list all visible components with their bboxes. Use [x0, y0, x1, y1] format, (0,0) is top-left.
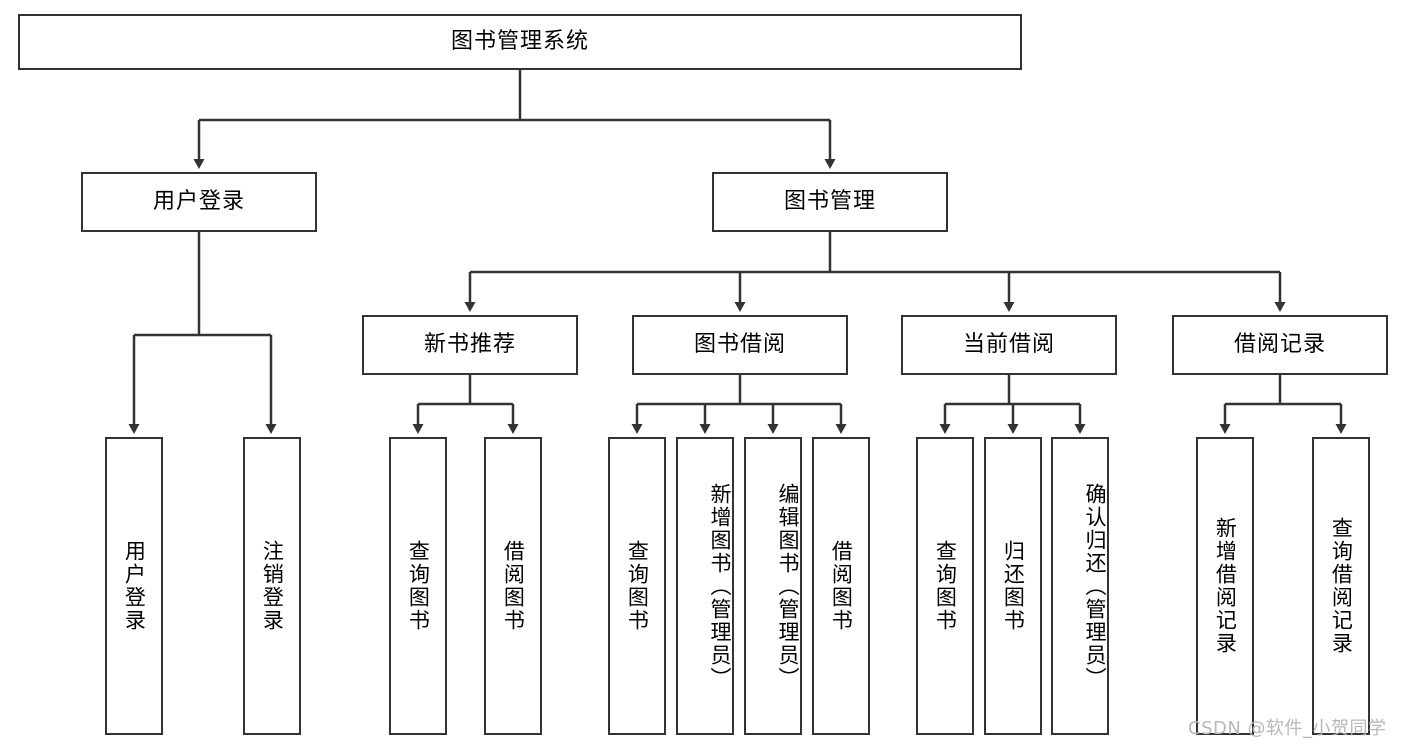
node-leaf-borrow-book-2-label: 借阅图书 — [829, 540, 854, 632]
node-leaf-return-book[interactable]: 归还图书 — [984, 437, 1042, 735]
node-leaf-confirm-return-label: 确认归还（管理员） — [1083, 482, 1107, 690]
node-book-borrow[interactable]: 图书借阅 — [632, 315, 848, 375]
node-leaf-confirm-return[interactable]: 确认归还（管理员） — [1051, 437, 1109, 735]
node-leaf-borrow-book-1-label: 借阅图书 — [501, 540, 526, 632]
node-leaf-query-book-2[interactable]: 查询图书 — [608, 437, 666, 735]
node-leaf-logout-login-label: 注销登录 — [260, 540, 285, 632]
node-user-login[interactable]: 用户登录 — [81, 172, 317, 232]
node-book-borrow-label: 图书借阅 — [693, 332, 786, 358]
node-leaf-query-book-1[interactable]: 查询图书 — [389, 437, 447, 735]
node-leaf-borrow-book-1[interactable]: 借阅图书 — [484, 437, 542, 735]
node-leaf-return-book-label: 归还图书 — [1001, 540, 1026, 632]
node-leaf-query-record[interactable]: 查询借阅记录 — [1312, 437, 1370, 735]
node-current-borrow-label: 当前借阅 — [962, 332, 1055, 358]
node-current-borrow[interactable]: 当前借阅 — [901, 315, 1117, 375]
node-book-manage-label: 图书管理 — [783, 189, 876, 215]
node-root-label: 图书管理系统 — [450, 29, 589, 55]
node-borrow-record-label: 借阅记录 — [1233, 332, 1326, 358]
node-user-login-label: 用户登录 — [152, 189, 245, 215]
csdn-watermark: CSDN @软件_小贺同学 — [1188, 718, 1387, 739]
node-leaf-user-login-label: 用户登录 — [122, 540, 147, 632]
node-leaf-edit-book-label: 编辑图书（管理员） — [776, 482, 800, 690]
node-leaf-user-login[interactable]: 用户登录 — [105, 437, 163, 735]
node-root[interactable]: 图书管理系统 — [18, 14, 1022, 70]
node-leaf-logout-login[interactable]: 注销登录 — [243, 437, 301, 735]
node-new-book-recommend-label: 新书推荐 — [423, 332, 516, 358]
node-leaf-borrow-book-2[interactable]: 借阅图书 — [812, 437, 870, 735]
node-book-manage[interactable]: 图书管理 — [712, 172, 948, 232]
node-leaf-add-book[interactable]: 新增图书（管理员） — [676, 437, 734, 735]
node-new-book-recommend[interactable]: 新书推荐 — [362, 315, 578, 375]
node-leaf-query-book-2-label: 查询图书 — [625, 540, 650, 632]
node-leaf-add-record-label: 新增借阅记录 — [1213, 517, 1238, 655]
node-leaf-query-book-3[interactable]: 查询图书 — [916, 437, 974, 735]
node-leaf-add-record[interactable]: 新增借阅记录 — [1196, 437, 1254, 735]
node-leaf-query-book-1-label: 查询图书 — [406, 540, 431, 632]
node-leaf-add-book-label: 新增图书（管理员） — [708, 482, 732, 690]
node-leaf-query-book-3-label: 查询图书 — [933, 540, 958, 632]
node-borrow-record[interactable]: 借阅记录 — [1172, 315, 1388, 375]
node-leaf-query-record-label: 查询借阅记录 — [1329, 517, 1354, 655]
node-leaf-edit-book[interactable]: 编辑图书（管理员） — [744, 437, 802, 735]
